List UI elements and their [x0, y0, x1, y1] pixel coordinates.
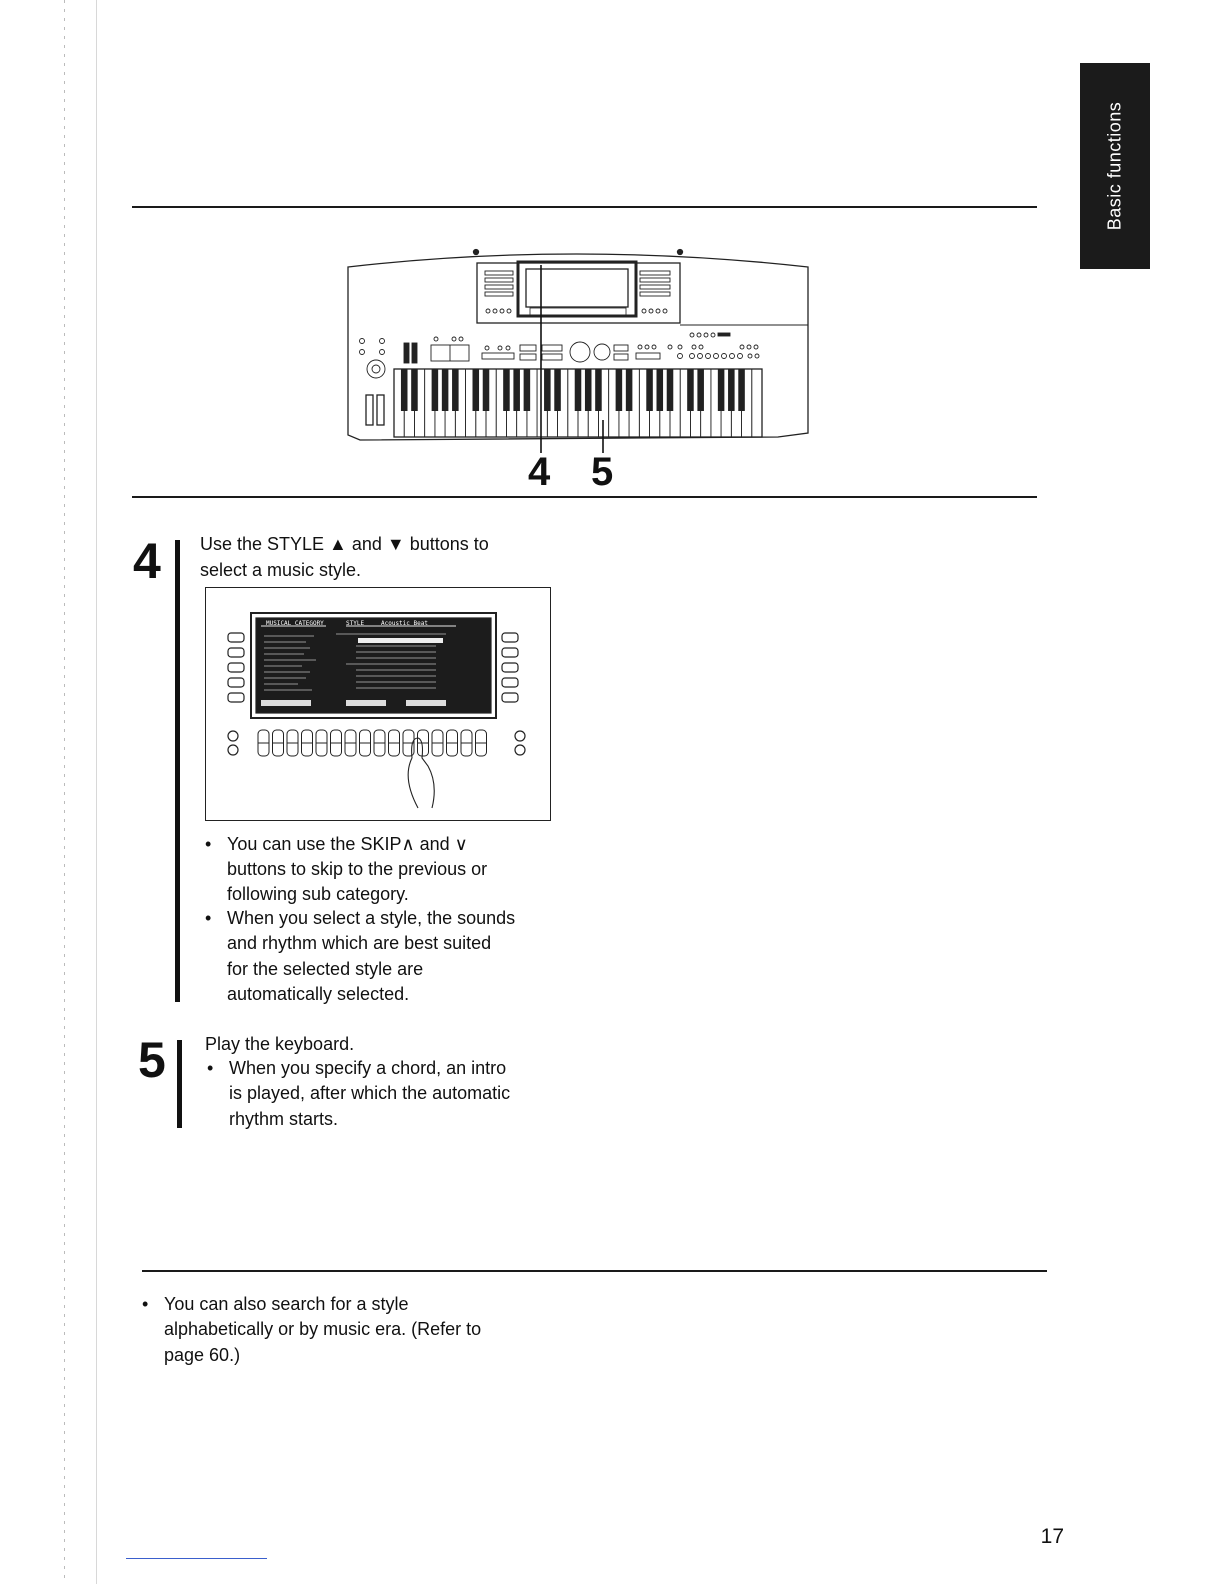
step-5-bullet-line1: When you specify a chord, an intro: [207, 1056, 506, 1081]
step-4-instruction-line1: Use the STYLE ▲ and ▼ buttons to: [200, 534, 489, 554]
section-tab-label: Basic functions: [1104, 101, 1125, 231]
step-4-bullet2-line3: for the selected style are: [227, 959, 424, 979]
lcd-header-right: Acoustic Beat: [381, 620, 428, 627]
callout-5: 5: [591, 450, 614, 494]
step-5-instruction: Play the keyboard.: [205, 1034, 355, 1054]
step-4-bullet1-line1: You can use the SKIP∧ and ∨: [205, 832, 468, 857]
black-key: [554, 369, 561, 411]
section-tab: Basic functions: [1080, 63, 1150, 269]
keyboard-illustration: [347, 248, 809, 453]
step-4-bullet1-line2: buttons to skip to the previous or: [227, 859, 488, 879]
black-key: [666, 369, 674, 411]
black-key: [452, 369, 459, 411]
black-key: [584, 369, 592, 411]
black-key: [717, 369, 725, 411]
step-5-bullet-line2: is played, after which the automatic: [229, 1083, 511, 1103]
black-key: [482, 369, 490, 411]
page-number: 17: [1040, 1525, 1064, 1548]
black-key: [595, 369, 602, 411]
black-key: [513, 369, 520, 411]
black-key: [656, 369, 664, 411]
black-key: [411, 369, 418, 411]
step-4-bullet2-line1: When you select a style, the sounds: [205, 906, 515, 931]
step-4-bar: [175, 540, 180, 1002]
black-key: [400, 369, 408, 411]
white-key: [751, 368, 763, 438]
black-key: [523, 369, 531, 411]
step-4-bullet2-line2: and rhythm which are best suited: [227, 933, 492, 953]
step-4-instruction-line2: select a music style.: [200, 560, 362, 580]
black-key: [697, 369, 704, 411]
black-key: [472, 369, 480, 411]
top-rule: [132, 206, 1037, 208]
lcd-header-left: MUSICAL CATEGORY: [266, 620, 324, 627]
footer-rule: [126, 1558, 267, 1559]
step-4-bullet1-line3: following sub category.: [227, 884, 409, 904]
black-key: [728, 369, 735, 411]
black-key: [738, 369, 745, 411]
black-key: [441, 369, 449, 411]
black-key: [544, 369, 551, 411]
step-5-number: 5: [138, 1032, 166, 1088]
black-key: [503, 369, 510, 411]
step-4-bullet2-line4: automatically selected.: [227, 984, 410, 1004]
step-5-bar: [177, 1040, 182, 1128]
black-key: [574, 369, 582, 411]
margin-line: [96, 0, 97, 1584]
black-key: [687, 369, 694, 411]
black-key: [625, 369, 633, 411]
note-rule: [142, 1270, 1047, 1272]
note-line2: alphabetically or by music era. (Refer t…: [164, 1319, 482, 1339]
black-key: [431, 369, 439, 411]
step-5-bullet-line3: rhythm starts.: [229, 1109, 339, 1129]
lcd-header-mid: STYLE: [346, 620, 365, 627]
black-key: [615, 369, 623, 411]
black-key: [646, 369, 653, 411]
note-line1: You can also search for a style: [142, 1292, 409, 1317]
display-panel-illustration: MUSICAL CATEGORY STYLE Acoustic Beat: [205, 587, 551, 821]
section-rule: [132, 496, 1037, 498]
binding-margin-dots: [64, 0, 65, 1584]
callout-4: 4: [528, 450, 551, 494]
step-4-number: 4: [133, 533, 161, 589]
note-line3: page 60.): [164, 1345, 241, 1365]
